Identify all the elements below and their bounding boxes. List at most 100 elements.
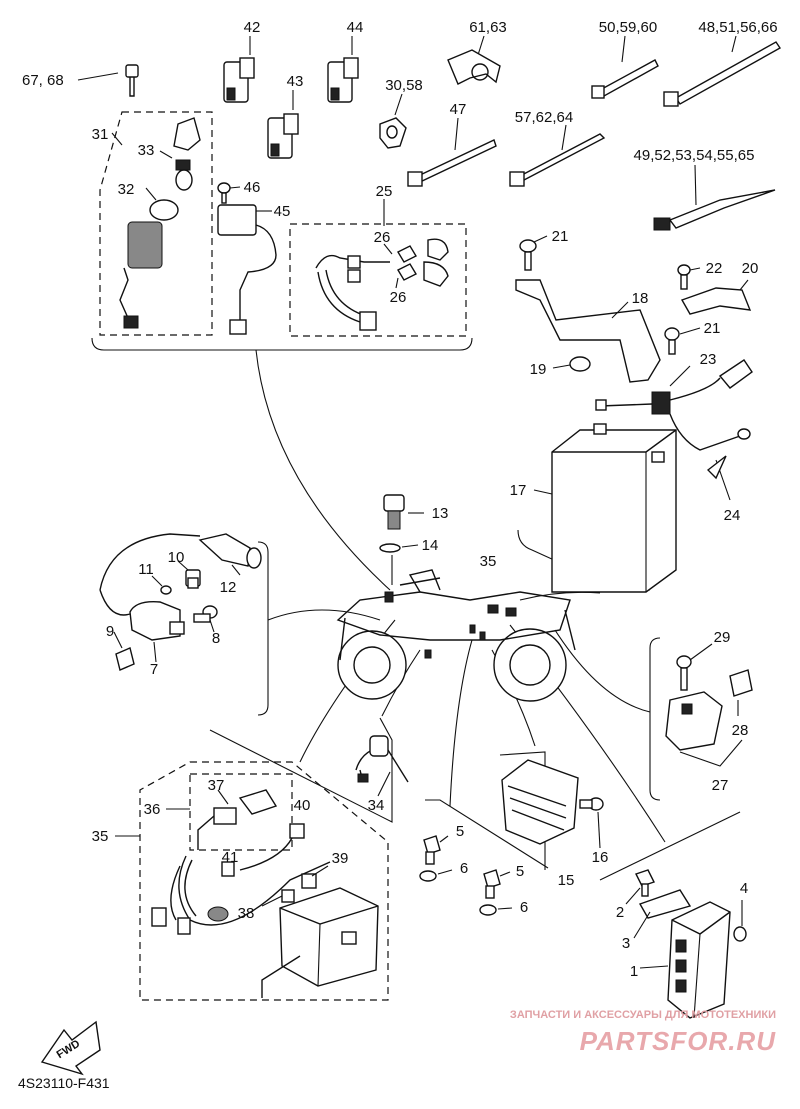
cable-tie-48-51-56-66-icon [663,35,782,107]
callout-17: 17 [510,482,527,499]
group-box-35 [139,761,389,1001]
callout-4: 4 [740,880,748,897]
callout-36: 36 [144,801,161,818]
callout-34: 34 [368,797,385,814]
callout-27: 27 [712,777,729,794]
callout-42: 42 [244,19,261,36]
callout-5-a: 5 [456,823,464,840]
callout-25: 25 [376,183,393,200]
callout-31: 31 [92,126,109,143]
bracket-1 [599,811,741,881]
callout-13: 13 [432,505,449,522]
callout-7: 7 [150,661,158,678]
ignition-coil-icon [99,533,262,671]
callout-67-68: 67, 68 [22,72,64,89]
callout-12: 12 [220,579,237,596]
watermark-brand: PARTSFOR.RU [580,1026,777,1056]
bracket-top [91,337,473,351]
callout-44: 44 [347,19,364,36]
callout-9: 9 [106,623,114,640]
clamp-61-63-icon [447,35,501,85]
bracket-5-6 [425,799,549,869]
group-box-31 [99,111,213,336]
watermark-tagline: ЗАПЧАСТИ И АКСЕССУАРЫ ДЛЯ МОТОТЕХНИКИ [510,1009,776,1021]
coupler-44-icon [327,36,359,103]
callout-30-58: 30,58 [385,77,423,94]
callout-15: 15 [558,872,575,889]
callout-46: 46 [244,179,261,196]
callout-40: 40 [294,797,311,814]
bracket-right [649,637,661,801]
callout-61-63: 61,63 [469,19,507,36]
callout-19: 19 [530,361,547,378]
battery-cable-24-icon [669,413,751,501]
link-right [554,629,651,713]
key-icon [77,64,139,97]
callout-18: 18 [632,290,649,307]
callout-47: 47 [450,101,467,118]
bolt-46-icon [217,182,241,204]
battery-bracket-icon [515,235,752,383]
cable-tie-49-65-icon [653,164,776,231]
drawing-code: 4S23110-F431 [18,1075,110,1091]
link-left [267,609,381,621]
coupler-42-icon [223,36,255,103]
starter-relay-icon [665,643,753,767]
battery-17-icon [533,423,677,593]
bracket-35 [209,717,393,823]
link-top [255,349,391,591]
rectifier-15-icon [501,759,604,849]
callout-37: 37 [208,777,225,794]
callout-6-b: 6 [520,899,528,916]
cable-tie-50-59-60-icon [591,35,659,99]
callout-26-b: 26 [390,289,407,306]
main-switch-icon [111,117,201,329]
callout-35-b: 35 [92,828,109,845]
callout-5-b: 5 [516,863,524,880]
fwd-arrow-icon [40,1020,101,1076]
callout-35-a: 35 [480,553,497,570]
bolts-5-6-icon [419,835,513,916]
callout-2: 2 [616,904,624,921]
callout-41: 41 [222,849,239,866]
holder-30-58-icon [379,93,407,149]
relay-45-icon [217,204,277,335]
switch-34-icon [355,735,409,797]
callout-57-62-64: 57,62,64 [515,109,573,126]
callout-20: 20 [742,260,759,277]
battery-cable-23-icon [595,359,753,415]
callout-28: 28 [732,722,749,739]
callout-45: 45 [274,203,291,220]
sensor-13-icon [379,494,424,553]
sub-harness-25-icon [315,199,449,331]
callout-8: 8 [212,630,220,647]
cable-tie-57-62-64-icon [509,124,606,187]
wire-harness-35-icon [115,789,379,998]
callout-1: 1 [630,963,638,980]
callout-23: 23 [700,351,717,368]
callout-26-a: 26 [374,229,391,246]
callout-32: 32 [118,181,135,198]
callout-21-a: 21 [552,228,569,245]
group-box-25 [289,223,467,337]
callout-49-65: 49,52,53,54,55,65 [634,147,755,164]
callout-16: 16 [592,849,609,866]
callout-6-a: 6 [460,860,468,877]
bracket-left [257,541,269,716]
callout-38: 38 [238,905,255,922]
callout-33: 33 [138,142,155,159]
callout-3: 3 [622,935,630,952]
callout-10: 10 [168,549,185,566]
link-5 [449,639,473,807]
coupler-43-icon [267,90,299,159]
callout-39: 39 [332,850,349,867]
callout-29: 29 [714,629,731,646]
ecu-1-icon [625,869,747,1019]
atv-illustration [336,569,576,702]
callout-24: 24 [724,507,741,524]
cable-tie-47-icon [407,117,497,187]
callout-14: 14 [422,537,439,554]
callout-22: 22 [706,260,723,277]
